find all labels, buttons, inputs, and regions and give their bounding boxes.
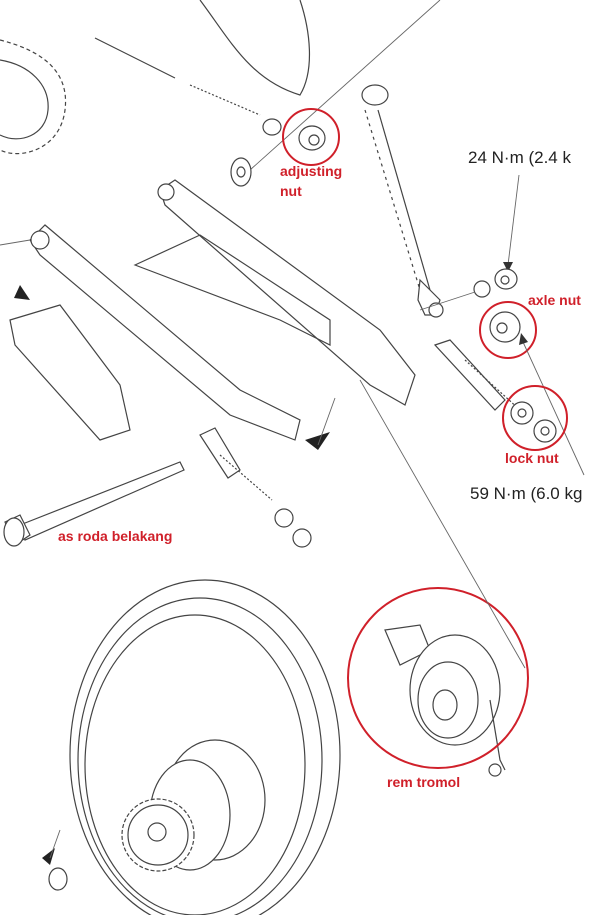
washer: [473, 280, 491, 298]
brake-rod: [94, 37, 176, 79]
drum-brake-label: rem tromol: [387, 774, 460, 790]
lock-nut-torque: 59 N·m (6.0 kg: [470, 484, 582, 503]
rear-wheel: [69, 579, 341, 915]
axle-nut-highlight: [479, 301, 537, 359]
lock-nut-label: lock nut: [505, 450, 559, 466]
axle-nut-torque: 24 N·m (2.4 k: [468, 148, 571, 167]
drive-chain: [0, 39, 67, 155]
axle-nut: [489, 311, 521, 343]
arrow-icon: [14, 285, 30, 300]
lock-nut: [510, 401, 557, 443]
axle-label: as roda belakang: [58, 528, 172, 544]
rear-fender: [199, 0, 311, 96]
brake-arm: [433, 339, 521, 411]
drum-brake-highlight: [347, 587, 529, 769]
axle-nut-label: axle nut: [528, 292, 581, 308]
rear-axle: [3, 461, 185, 547]
adjusting-nut-label: nut: [280, 183, 302, 199]
adjusting-nut-highlight: [282, 108, 340, 166]
swingarm: [0, 179, 416, 441]
adjusting-nut-label: adjusting: [280, 163, 342, 179]
rear-sprocket: [121, 798, 195, 872]
torque-leader: [507, 174, 520, 266]
shock-absorber: [361, 84, 444, 318]
nut: [494, 268, 518, 290]
brake-drum-panel: [384, 624, 506, 777]
arrow-icon: [305, 432, 330, 450]
lock-nut-highlight: [502, 385, 568, 451]
leader-line: [249, 0, 441, 171]
chain-adjuster: [199, 427, 312, 548]
adjusting-nut: [298, 125, 326, 151]
joint-piece: [262, 118, 282, 136]
torque-leader: [522, 341, 585, 476]
chain-guide: [9, 304, 131, 441]
washer: [230, 157, 252, 187]
wheel-spacer: [48, 867, 68, 891]
brake-spring: [189, 84, 261, 116]
